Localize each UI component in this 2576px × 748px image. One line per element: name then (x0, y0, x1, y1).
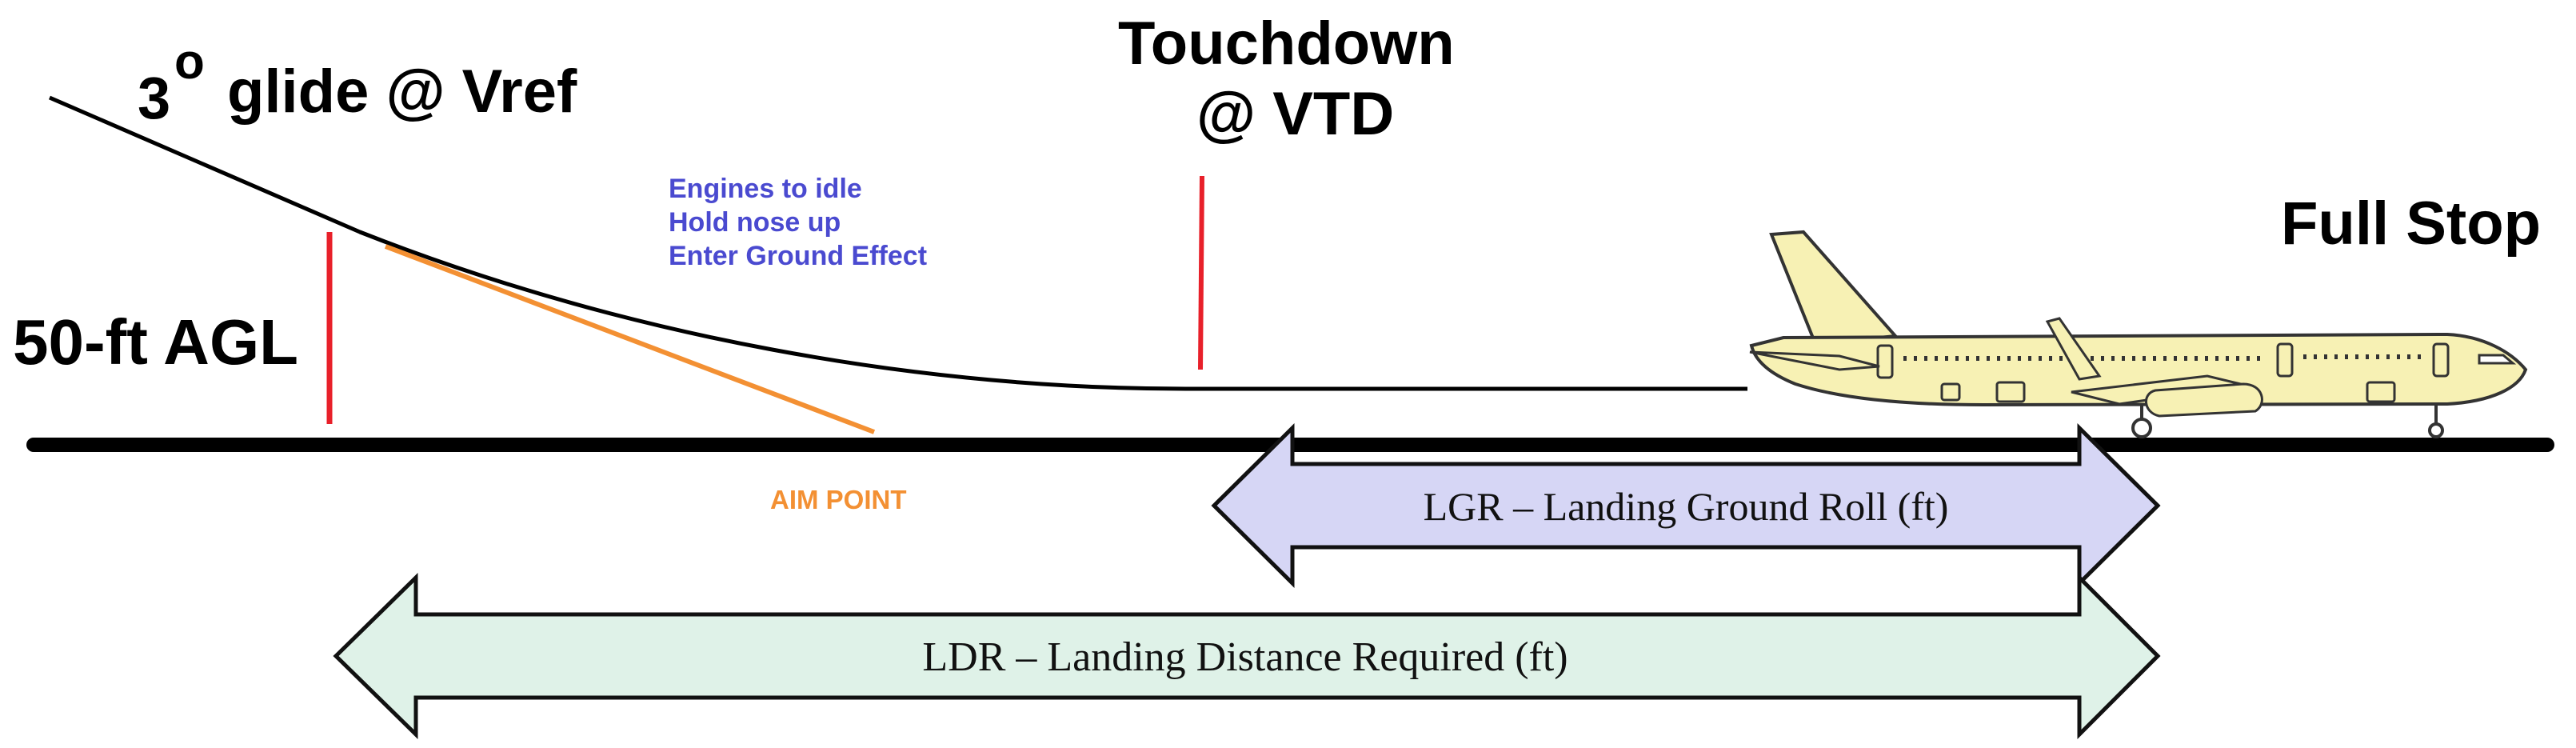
aircraft-winglet (2045, 317, 2102, 381)
ldr-arrow (333, 572, 2161, 740)
aircraft-main-gear-wheel (2131, 418, 2152, 438)
flare-note-3: Enter Ground Effect (669, 241, 927, 271)
touchdown-label-line2: @ VTD (1196, 80, 1394, 148)
aircraft-engine (2145, 382, 2263, 418)
glide-flare-path (49, 95, 1747, 391)
full-stop-label: Full Stop (2281, 190, 2541, 258)
glide-label: glide @ Vref (227, 58, 577, 126)
aircraft-cargo-door-2 (1995, 381, 2026, 403)
flare-note-1: Engines to idle (669, 174, 862, 204)
touchdown-label-line1: Touchdown (1118, 10, 1455, 78)
aircraft-door-mid (2276, 342, 2294, 378)
aircraft-illustration (1749, 230, 2528, 438)
aircraft-fuselage (1749, 332, 2528, 407)
aim-point-label: AIM POINT (770, 485, 907, 514)
aircraft-horizontal-stabilizer (1749, 350, 1880, 371)
aircraft-cargo-door-3 (2366, 381, 2396, 403)
aircraft-door-front (2432, 342, 2450, 378)
aim-point-line (384, 244, 876, 434)
glide-angle-number: 3 (138, 65, 170, 131)
lgr-label: LGR – Landing Ground Roll (ft) (1424, 484, 1949, 529)
lgr-arrow (1211, 423, 2161, 588)
aircraft-door-rear (1876, 344, 1894, 379)
touchdown-marker-line (1198, 175, 1204, 370)
glide-degree-symbol: o (174, 34, 205, 90)
height-label: 50-ft AGL (13, 306, 298, 378)
aircraft-vertical-tail (1769, 230, 1899, 346)
flare-note-2: Hold nose up (669, 207, 841, 238)
aircraft-cockpit-window (2478, 354, 2517, 365)
aircraft-cargo-door-1 (1940, 382, 1961, 402)
ldr-label: LDR – Landing Distance Required (ft) (922, 634, 1568, 680)
aircraft-nose-gear-wheel (2428, 422, 2444, 438)
